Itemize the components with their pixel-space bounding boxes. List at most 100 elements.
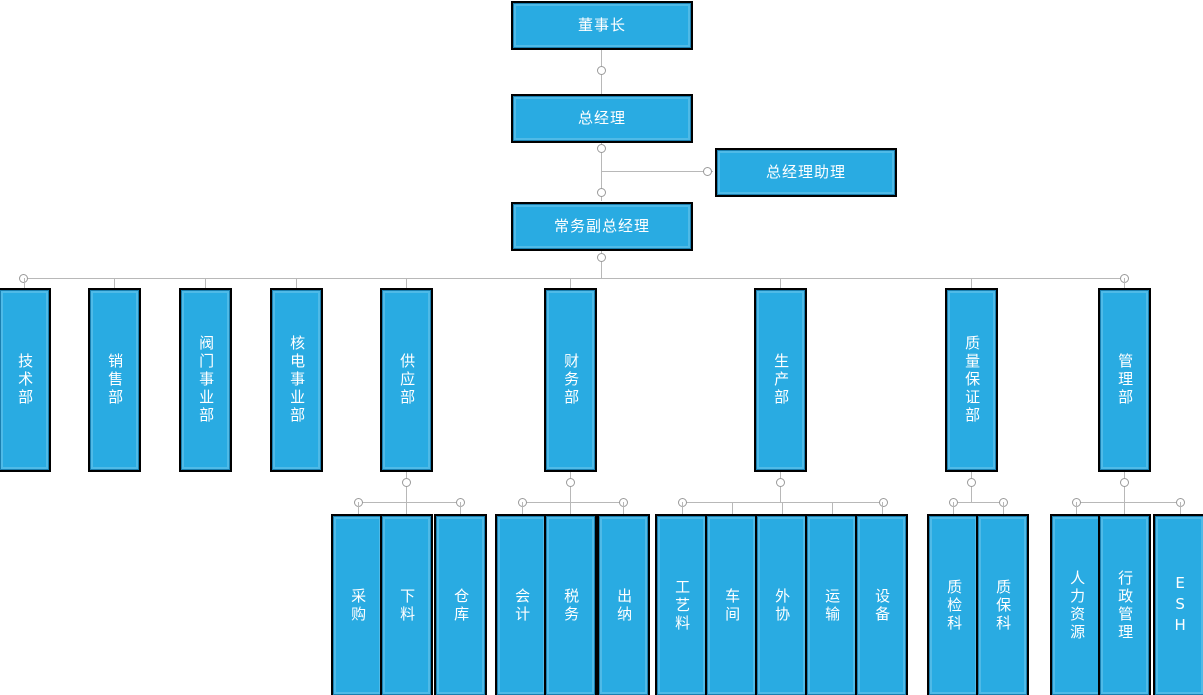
connector-management-drop-3 — [1180, 502, 1181, 516]
connector-drop-sales — [114, 278, 115, 290]
connector-drop-quality — [971, 278, 972, 290]
node-department-management[interactable]: 管理部 — [1098, 288, 1151, 472]
connector-supply-drop-2 — [406, 502, 407, 516]
node-department-quality-assurance[interactable]: 质量保证部 — [945, 288, 998, 472]
node-label: 核电事业部 — [288, 335, 307, 425]
connector-production-drop-5 — [882, 502, 883, 516]
node-department-production[interactable]: 生产部 — [754, 288, 807, 472]
connector-management-drop-2 — [1124, 502, 1125, 516]
node-label: 运输 — [823, 587, 842, 624]
node-executive-deputy-gm[interactable]: 常务副总经理 — [511, 202, 693, 251]
connector-finance-drop-2 — [570, 502, 571, 516]
connector-finance-drop-1 — [522, 502, 523, 516]
connector-supply-drop-3 — [460, 502, 461, 516]
node-label: ESH — [1171, 574, 1190, 637]
node-sub-transport[interactable]: 运输 — [805, 514, 858, 695]
node-label: 管理部 — [1116, 353, 1135, 407]
node-sub-material-cutting[interactable]: 下料 — [380, 514, 433, 695]
node-label: 质保科 — [994, 578, 1013, 633]
node-label: 技术部 — [16, 353, 35, 407]
connector-quality-drop-1 — [953, 502, 954, 516]
node-label: 财务部 — [562, 353, 581, 407]
connector-dot-finance-stem — [566, 478, 575, 487]
connector-dot-production-right — [879, 498, 888, 507]
node-general-manager[interactable]: 总经理 — [511, 94, 693, 143]
connector-gm-assistant — [601, 171, 713, 172]
connector-dot-supply-stem — [402, 478, 411, 487]
node-label: 仓库 — [452, 587, 471, 624]
connector-dot-management-stem — [1120, 478, 1129, 487]
node-department-supply[interactable]: 供应部 — [380, 288, 433, 472]
connector-management-bus — [1076, 502, 1180, 503]
node-sub-human-resources[interactable]: 人力资源 — [1050, 514, 1103, 695]
connector-production-drop-4 — [832, 502, 833, 516]
connector-dot-chairman-gm — [597, 66, 606, 75]
node-label: 会计 — [513, 587, 532, 624]
connector-finance-drop-3 — [623, 502, 624, 516]
connector-dot-deputy — [597, 188, 606, 197]
connector-production-drop-1 — [682, 502, 683, 516]
node-sub-quality-guarantee[interactable]: 质保科 — [976, 514, 1029, 695]
connector-production-drop-2 — [732, 502, 733, 516]
node-label: 常务副总经理 — [553, 216, 650, 235]
node-label: 总经理 — [577, 108, 626, 127]
node-department-nuclear-division[interactable]: 核电事业部 — [270, 288, 323, 472]
connector-supply-bus — [358, 502, 461, 503]
connector-dot-quality-stem — [967, 478, 976, 487]
node-sub-workshop[interactable]: 车间 — [705, 514, 758, 695]
connector-finance-bus — [522, 502, 623, 503]
node-sub-accounting[interactable]: 会计 — [495, 514, 548, 695]
node-department-tech[interactable]: 技术部 — [0, 288, 51, 472]
node-label: 车间 — [723, 587, 742, 624]
node-label: 行政管理 — [1116, 569, 1135, 642]
connector-quality-bus — [953, 502, 1003, 503]
connector-drop-nuclear — [296, 278, 297, 290]
node-label: 下料 — [398, 587, 417, 624]
connector-dot-gm — [597, 144, 606, 153]
connector-drop-supply — [406, 278, 407, 290]
node-label: 质检科 — [945, 578, 964, 633]
connector-drop-management — [1124, 278, 1125, 290]
node-label: 总经理助理 — [765, 162, 846, 181]
node-label: 生产部 — [772, 353, 791, 407]
connector-dot-gm-assistant — [703, 167, 712, 176]
connector-quality-drop-2 — [1003, 502, 1004, 516]
connector-dot-production-stem — [776, 478, 785, 487]
node-label: 人力资源 — [1068, 569, 1087, 642]
node-sub-quality-inspection[interactable]: 质检科 — [927, 514, 980, 695]
node-department-finance[interactable]: 财务部 — [544, 288, 597, 472]
node-sub-tax[interactable]: 税务 — [544, 514, 597, 695]
node-label: 销售部 — [106, 353, 125, 407]
node-label: 出纳 — [615, 587, 634, 624]
connector-dot-bus-left — [19, 274, 28, 283]
node-chairman[interactable]: 董事长 — [511, 1, 693, 50]
node-sub-warehouse[interactable]: 仓库 — [434, 514, 487, 695]
node-sub-outsourcing[interactable]: 外协 — [755, 514, 808, 695]
node-gm-assistant[interactable]: 总经理助理 — [715, 148, 897, 197]
connector-department-bus — [24, 278, 1125, 279]
node-sub-cashier[interactable]: 出纳 — [597, 514, 650, 695]
connector-production-drop-3 — [782, 502, 783, 516]
node-department-valve-division[interactable]: 阀门事业部 — [179, 288, 232, 472]
node-sub-process-section[interactable]: 工艺料 — [655, 514, 708, 695]
node-sub-purchasing[interactable]: 采购 — [331, 514, 384, 695]
node-sub-administration[interactable]: 行政管理 — [1098, 514, 1151, 695]
connector-drop-production — [780, 278, 781, 290]
node-label: 董事长 — [577, 15, 626, 34]
node-sub-equipment[interactable]: 设备 — [855, 514, 908, 695]
node-department-sales[interactable]: 销售部 — [88, 288, 141, 472]
node-label: 设备 — [873, 587, 892, 624]
connector-deputy-bus — [601, 249, 602, 279]
node-label: 采购 — [349, 587, 368, 624]
node-label: 工艺料 — [673, 578, 692, 633]
connector-drop-finance — [570, 278, 571, 290]
connector-drop-tech — [24, 278, 25, 290]
node-label: 税务 — [562, 587, 581, 624]
node-label: 外协 — [773, 587, 792, 624]
connector-management-drop-1 — [1076, 502, 1077, 516]
node-label: 质量保证部 — [963, 335, 982, 425]
connector-dot-deputy-bottom — [597, 253, 606, 262]
connector-drop-valve — [205, 278, 206, 290]
node-sub-esh[interactable]: ESH — [1153, 514, 1203, 695]
node-label: 供应部 — [398, 353, 417, 407]
